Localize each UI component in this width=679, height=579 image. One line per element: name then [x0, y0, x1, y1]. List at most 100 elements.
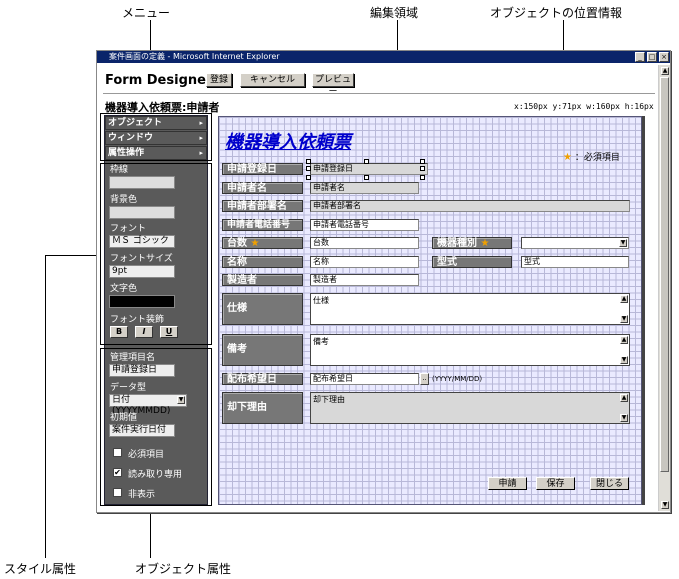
field-name[interactable]: 名称: [310, 256, 419, 268]
resize-handle[interactable]: [306, 175, 311, 180]
annotation-menu: メニュー: [122, 6, 171, 20]
apply-button[interactable]: 申請: [488, 477, 527, 490]
menu-label: 属性操作: [108, 148, 145, 158]
scroll-up-icon[interactable]: ▲: [620, 295, 628, 303]
scroll-up-icon[interactable]: ▲: [661, 67, 669, 75]
save-button[interactable]: 保存: [536, 477, 575, 490]
underline-button[interactable]: U: [160, 326, 178, 338]
maximize-button[interactable]: □: [647, 52, 657, 62]
font-field[interactable]: ＭＳ ゴシック: [109, 235, 175, 248]
resize-handle[interactable]: [306, 166, 311, 171]
scroll-up-icon[interactable]: ▲: [620, 394, 628, 402]
bold-button[interactable]: B: [110, 326, 128, 338]
data-type-select[interactable]: 日付(YYYYMMDD)▼: [109, 394, 187, 416]
font-decoration-label: フォント装飾: [110, 315, 165, 325]
reject-value: 却下理由: [313, 395, 345, 404]
item-name-label: 管理項目名: [110, 353, 156, 363]
preview-button[interactable]: プレビュー: [312, 73, 354, 97]
required-legend-text: ：必須項目: [574, 153, 620, 163]
field-model[interactable]: 型式: [521, 256, 629, 268]
field-phone[interactable]: 申請者電話番号: [310, 219, 419, 231]
header-divider: [103, 93, 655, 95]
label-dept[interactable]: 申請者部署名: [222, 200, 303, 212]
chevron-down-icon[interactable]: ▼: [177, 396, 185, 404]
field-reg-date[interactable]: 申請登録日: [310, 163, 428, 175]
label-delivery[interactable]: 配布希望日: [222, 373, 303, 385]
notes-value: 備考: [313, 337, 329, 346]
scroll-down-icon[interactable]: ▼: [661, 501, 669, 509]
annotation-position-info: オブジェクトの位置情報: [490, 6, 623, 20]
menu-label: ウィンドウ: [108, 133, 154, 143]
field-qty[interactable]: 台数: [310, 237, 419, 249]
label-reg-date[interactable]: 申請登録日: [222, 163, 303, 175]
scrollbar-thumb[interactable]: [660, 77, 669, 472]
required-checkbox-label: 必須項目: [128, 450, 165, 460]
label-model[interactable]: 型式: [432, 256, 512, 268]
date-picker-button[interactable]: ..: [420, 373, 429, 385]
textarea-reject[interactable]: 却下理由 ▲ ▼: [310, 392, 630, 424]
menu-item-window[interactable]: ウィンドウ ▸: [105, 131, 207, 145]
field-maker[interactable]: 製造者: [310, 274, 419, 286]
scroll-up-icon[interactable]: ▲: [620, 336, 628, 344]
scroll-down-icon[interactable]: ▼: [620, 356, 628, 364]
close-button[interactable]: 閉じる: [590, 477, 629, 490]
field-dept[interactable]: 申請者部署名: [310, 200, 630, 212]
textarea-spec[interactable]: 仕様 ▲ ▼: [310, 293, 630, 325]
menu-item-attribute-ops[interactable]: 属性操作▸: [105, 146, 207, 160]
readonly-checkbox[interactable]: ✔: [113, 468, 122, 477]
resize-handle[interactable]: [364, 159, 369, 164]
border-field[interactable]: [109, 176, 175, 189]
window-title: 案件画面の定義 - Microsoft Internet Explorer: [109, 52, 280, 61]
close-window-button[interactable]: ×: [659, 52, 669, 62]
label-name[interactable]: 名称: [222, 256, 303, 268]
label-qty[interactable]: 台数 ★: [222, 237, 303, 249]
label-reject[interactable]: 却下理由: [222, 392, 303, 424]
scroll-down-icon[interactable]: ▼: [620, 315, 628, 323]
label-spec[interactable]: 仕様: [222, 293, 303, 325]
menu-item-object[interactable]: オブジェクト▸: [105, 116, 207, 130]
leader-line: [45, 255, 101, 256]
bg-color-field[interactable]: [109, 206, 175, 219]
initial-value-field[interactable]: 案件実行日付: [109, 424, 175, 437]
font-label: フォント: [110, 224, 147, 234]
annotation-style-attributes: スタイル属性: [4, 562, 77, 576]
italic-button[interactable]: I: [135, 326, 153, 338]
title-bar: 案件画面の定義 - Microsoft Internet Explorer _ …: [97, 51, 670, 63]
resize-handle[interactable]: [420, 159, 425, 164]
object-panel-box: [100, 348, 212, 506]
textarea-notes[interactable]: 備考 ▲ ▼: [310, 334, 630, 366]
menu-highlight-box: [100, 113, 212, 161]
chevron-down-icon[interactable]: ▼: [619, 239, 627, 247]
field-applicant[interactable]: 申請者名: [310, 182, 419, 194]
form-title[interactable]: 機器導入依頼票: [225, 132, 351, 153]
required-legend: ★ ：必須項目: [563, 150, 620, 163]
text-color-swatch[interactable]: [109, 295, 175, 308]
resize-handle[interactable]: [364, 175, 369, 180]
label-maker[interactable]: 製造者: [222, 274, 303, 286]
label-notes[interactable]: 備考: [222, 334, 303, 366]
label-applicant[interactable]: 申請者名: [222, 182, 303, 194]
scrollbar[interactable]: ▲ ▼: [658, 65, 670, 511]
select-category[interactable]: ▼: [521, 237, 629, 249]
date-format-hint: (YYYY/MM/DD): [432, 375, 483, 383]
spec-value: 仕様: [313, 296, 329, 305]
label-phone[interactable]: 申請者電話番号: [222, 219, 303, 231]
cancel-button[interactable]: キャンセル: [240, 73, 305, 87]
register-button[interactable]: 登録: [206, 73, 232, 87]
form-path: 機器導入依頼票:申請者: [105, 101, 220, 114]
label-category[interactable]: 機器種別 ★: [432, 237, 512, 249]
resize-handle[interactable]: [420, 175, 425, 180]
resize-handle[interactable]: [420, 166, 425, 171]
resize-handle[interactable]: [306, 159, 311, 164]
leader-line: [45, 255, 46, 558]
annotation-object-attributes: オブジェクト属性: [135, 562, 232, 576]
required-checkbox[interactable]: [113, 448, 122, 457]
hidden-checkbox[interactable]: [113, 488, 122, 497]
field-delivery[interactable]: 配布希望日: [310, 373, 419, 385]
minimize-button[interactable]: _: [635, 52, 645, 62]
scroll-down-icon[interactable]: ▼: [620, 414, 628, 422]
item-name-field[interactable]: 申請登録日: [109, 364, 175, 377]
data-type-label: データ型: [110, 383, 147, 393]
chevron-right-icon: ▸: [199, 134, 203, 142]
font-size-field[interactable]: 9pt: [109, 265, 175, 278]
